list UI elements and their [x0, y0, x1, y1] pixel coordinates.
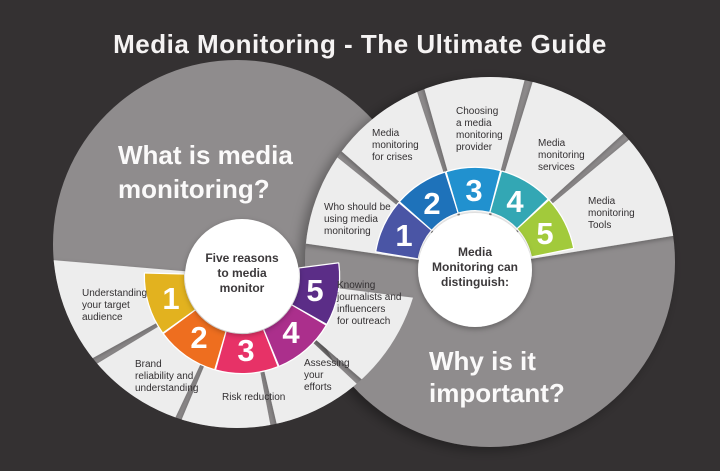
label-brand-reliability: Brand reliability and understanding [135, 359, 198, 394]
right-segment-3 [445, 166, 502, 214]
label-risk-reduction: Risk reduction [222, 392, 285, 403]
right-number-1: 1 [395, 218, 412, 253]
label-line: Knowing [337, 280, 375, 291]
label-line: for outreach [337, 316, 390, 327]
right-center-line3: distinguish: [441, 275, 509, 289]
left-segment-5 [291, 262, 341, 325]
label-line: influencers [337, 304, 385, 315]
label-monitoring-tools: Media monitoring Tools [588, 196, 635, 231]
label-line: Media [588, 196, 616, 207]
label-line: monitoring [538, 150, 585, 161]
label-line: services [538, 162, 575, 173]
label-line: reliability and [135, 371, 193, 382]
label-line: Who should be [324, 202, 391, 213]
label-line: journalists and [336, 292, 401, 303]
right-heading-line2: important? [429, 378, 565, 408]
label-line: your target [82, 300, 130, 311]
right-number-4: 4 [506, 184, 524, 219]
left-center-circle [185, 219, 299, 333]
label-line: monitoring [588, 208, 635, 219]
left-number-2: 2 [190, 320, 207, 355]
label-line: your [304, 370, 324, 381]
left-center-line3: monitor [220, 281, 265, 295]
label-monitoring-for-crises: Media monitoring for crises [372, 128, 419, 163]
left-segment-1 [143, 272, 196, 334]
label-line: monitoring [456, 130, 503, 141]
left-heading-line1: What is media [118, 140, 293, 170]
right-heading-line1: Why is it [429, 346, 536, 376]
label-line: efforts [304, 382, 332, 393]
label-line: provider [456, 142, 493, 153]
right-center-line1: Media [458, 245, 492, 259]
left-center-line2: to media [217, 266, 267, 280]
right-segment-4 [489, 170, 549, 230]
left-number-4: 4 [282, 315, 300, 350]
right-number-5: 5 [536, 216, 553, 251]
label-line: Media [372, 128, 400, 139]
right-segment-5 [516, 199, 575, 258]
left-heading-line2: monitoring? [118, 174, 270, 204]
label-line: Brand [135, 359, 162, 370]
label-line: Assessing [304, 358, 350, 369]
right-wedge-labels: Who should be using media monitoring Med… [324, 106, 635, 237]
right-number-2: 2 [423, 186, 440, 221]
label-understanding-target-audience: Understanding your target audience [82, 288, 147, 323]
right-segment-1 [375, 201, 433, 260]
label-line: monitoring [324, 226, 371, 237]
label-line: using media [324, 214, 378, 225]
left-number-3: 3 [237, 333, 254, 368]
right-number-3: 3 [465, 173, 482, 208]
left-segment-4 [263, 304, 327, 367]
label-line: a media [456, 118, 492, 129]
label-line: Understanding [82, 288, 147, 299]
wedge-choosing [417, 77, 529, 269]
right-center-line2: Monitoring can [432, 260, 518, 274]
left-center-line1: Five reasons [205, 251, 279, 265]
label-line: for crises [372, 152, 413, 163]
label-line: understanding [135, 383, 198, 394]
left-number-1: 1 [162, 281, 179, 316]
left-segment-3 [214, 328, 279, 375]
page-title: Media Monitoring - The Ultimate Guide [113, 29, 607, 59]
label-line: Media [538, 138, 566, 149]
left-segment-2 [162, 309, 227, 371]
right-center-circle [418, 213, 532, 327]
label-monitoring-services: Media monitoring services [538, 138, 585, 173]
label-choosing-provider: Choosing a media monitoring provider [456, 106, 503, 153]
label-line: Risk reduction [222, 392, 285, 403]
label-who-should-use: Who should be using media monitoring [324, 202, 391, 237]
label-line: audience [82, 312, 123, 323]
left-heading: What is media monitoring? [118, 140, 293, 204]
label-knowing-journalists: Knowing journalists and influencers for … [336, 280, 401, 327]
label-assessing-efforts: Assessing your efforts [304, 358, 350, 393]
left-wedge-labels: Understanding your target audience Brand… [82, 280, 401, 403]
label-line: Tools [588, 220, 611, 231]
right-donut: 1 2 3 4 5 Media Monitoring can distingui… [375, 166, 575, 327]
left-donut: 1 2 3 4 5 Five reasons to media monitor [143, 219, 341, 375]
label-line: Choosing [456, 106, 498, 117]
right-heading: Why is it important? [429, 346, 565, 408]
right-segment-2 [398, 171, 459, 231]
left-number-5: 5 [306, 273, 323, 308]
label-line: monitoring [372, 140, 419, 151]
